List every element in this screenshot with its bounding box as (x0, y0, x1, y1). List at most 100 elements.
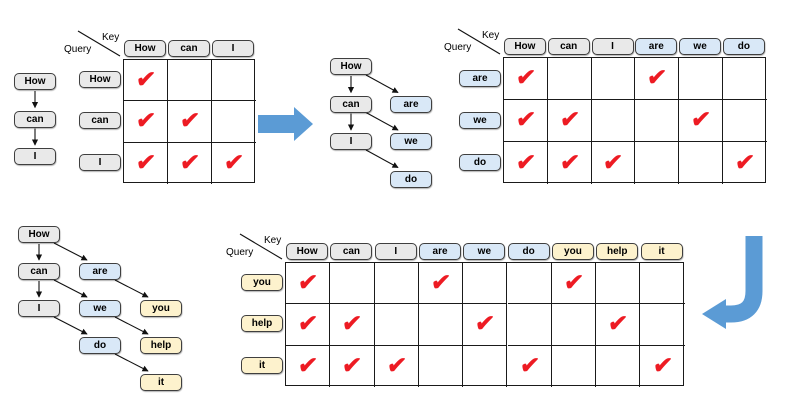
query-header-you: you (241, 274, 283, 292)
cell-it-it: ✔ (640, 346, 684, 387)
query-header-are: are (459, 69, 501, 87)
cell-you-I (374, 263, 419, 305)
cell-you-are: ✔ (418, 263, 464, 305)
key-axis-label: Key (482, 30, 500, 41)
cell-it-we (463, 345, 508, 387)
chain-arrow-can-we (53, 279, 88, 298)
cell-help-do (507, 304, 552, 346)
cell-you-we (463, 263, 508, 305)
cell-can-can: ✔ (168, 101, 212, 143)
chain-node-I: I (330, 133, 372, 150)
key-header-are: are (635, 38, 678, 55)
chain-node-are: are (79, 263, 121, 280)
checkmark-icon: ✔ (385, 351, 408, 378)
cell-can-How: ✔ (124, 101, 168, 143)
cell-you-How: ✔ (286, 263, 331, 305)
key-header-How: How (286, 243, 329, 260)
cell-we-I (591, 100, 636, 142)
cell-How-I (212, 60, 256, 102)
checkmark-icon: ✔ (341, 309, 364, 336)
key-axis-label: Key (264, 235, 282, 246)
query-header-we: we (459, 111, 501, 129)
cell-do-can: ✔ (548, 142, 592, 184)
cell-it-you (552, 345, 597, 387)
key-header-I: I (374, 243, 417, 260)
cell-you-do (507, 263, 552, 305)
key-header-it: it (640, 243, 683, 260)
checkmark-icon: ✔ (134, 148, 157, 175)
key-header-we: we (463, 243, 506, 260)
cell-we-How: ✔ (504, 100, 548, 142)
key-header-I: I (212, 40, 254, 57)
checkmark-icon: ✔ (734, 148, 757, 175)
key-header-How: How (503, 38, 546, 55)
checkmark-icon: ✔ (606, 309, 629, 336)
block-arrow-hook-icon (725, 236, 763, 323)
checkmark-icon: ✔ (689, 106, 712, 132)
cell-help-are (418, 304, 464, 346)
attention-matrix-step2: ✔✔✔✔✔✔✔✔✔ (503, 57, 767, 184)
query-axis-label: Query (226, 247, 254, 258)
chain-node-How: How (14, 73, 56, 90)
cell-help-we: ✔ (463, 304, 508, 346)
query-header-do: do (459, 153, 501, 171)
cell-it-are (419, 345, 464, 387)
chain-node-How: How (18, 226, 60, 243)
attention-matrix-step3: ✔✔✔✔✔✔✔✔✔✔✔✔ (285, 262, 685, 387)
checkmark-icon: ✔ (558, 106, 581, 132)
checkmark-icon: ✔ (223, 148, 246, 175)
chain-node-can: can (18, 263, 60, 280)
checkmark-icon: ✔ (296, 351, 319, 378)
chain-node-I: I (14, 148, 56, 165)
cell-are-do (723, 58, 767, 100)
chain-node-it: it (140, 374, 182, 391)
checkmark-icon: ✔ (341, 351, 364, 378)
checkmark-icon: ✔ (562, 268, 585, 295)
checkmark-icon: ✔ (514, 106, 537, 132)
chain-arrow-we-help (114, 316, 149, 335)
key-header-are: are (419, 243, 462, 260)
key-header-can: can (330, 243, 373, 260)
cell-do-How: ✔ (504, 142, 548, 184)
chain-node-can: can (330, 95, 372, 113)
chain-arrow-can-we (365, 112, 399, 131)
cell-help-you (551, 304, 597, 346)
chain-arrow-I-do (365, 149, 399, 168)
checkmark-icon: ✔ (134, 106, 157, 133)
block-arrow-hook-head-icon (702, 299, 726, 329)
chain-node-we: we (390, 133, 432, 150)
chain-node-help: help (140, 337, 182, 354)
cell-are-can (547, 58, 592, 100)
chain-node-do: do (390, 170, 432, 188)
cell-we-are (635, 100, 680, 142)
checkmark-icon: ✔ (651, 351, 674, 378)
chain-arrow-How-are (53, 242, 88, 261)
cell-it-I: ✔ (375, 345, 419, 387)
chain-node-I: I (18, 300, 60, 317)
key-header-How: How (124, 40, 166, 57)
checkmark-icon: ✔ (514, 148, 537, 175)
key-header-I: I (591, 38, 634, 55)
block-arrow-right-icon (258, 107, 313, 141)
cell-do-are (635, 142, 680, 184)
cell-do-do: ✔ (723, 142, 767, 184)
cell-we-can: ✔ (547, 100, 592, 142)
key-header-do: do (507, 243, 550, 260)
cell-are-How: ✔ (504, 58, 548, 100)
query-axis-label: Query (64, 44, 92, 55)
cell-it-do: ✔ (508, 345, 552, 387)
cell-do-I: ✔ (592, 142, 636, 184)
chain-arrow-are-you (114, 279, 149, 298)
key-header-you: you (551, 243, 594, 260)
cell-How-can (168, 60, 212, 102)
query-header-it: it (241, 356, 283, 374)
chain-arrow-do-it (114, 353, 149, 372)
cell-help-it (640, 304, 685, 346)
query-header-I: I (79, 153, 121, 171)
cell-you-you: ✔ (551, 263, 597, 305)
checkmark-icon: ✔ (514, 64, 537, 90)
checkmark-icon: ✔ (296, 268, 319, 295)
chain-node-How: How (330, 58, 372, 75)
checkmark-icon: ✔ (645, 64, 668, 90)
